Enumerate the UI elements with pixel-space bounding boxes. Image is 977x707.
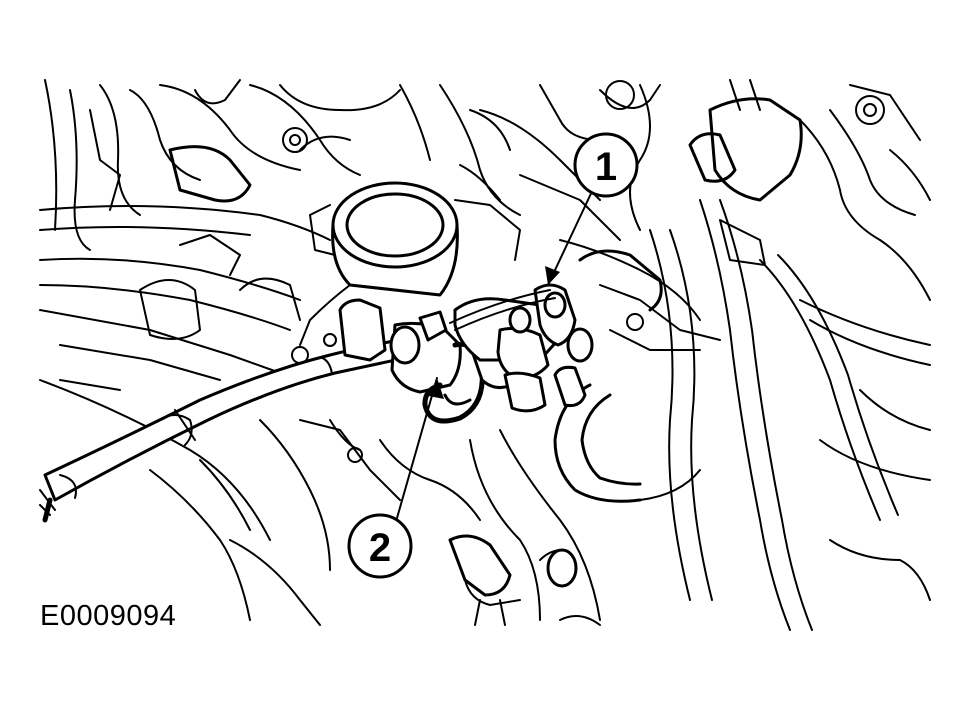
background-engine-parts — [39, 79, 931, 631]
figure-id: E0009094 — [40, 600, 177, 632]
throttle-cable-assembly — [39, 283, 594, 523]
callout-2-circle — [347, 513, 413, 579]
leader-arrows — [394, 184, 596, 526]
callout-2: 2 — [347, 513, 413, 579]
callout-1: 1 — [573, 132, 639, 198]
callout-1-number: 1 — [595, 145, 617, 189]
callout-1-circle — [573, 132, 639, 198]
callout-2-number: 2 — [369, 526, 391, 570]
